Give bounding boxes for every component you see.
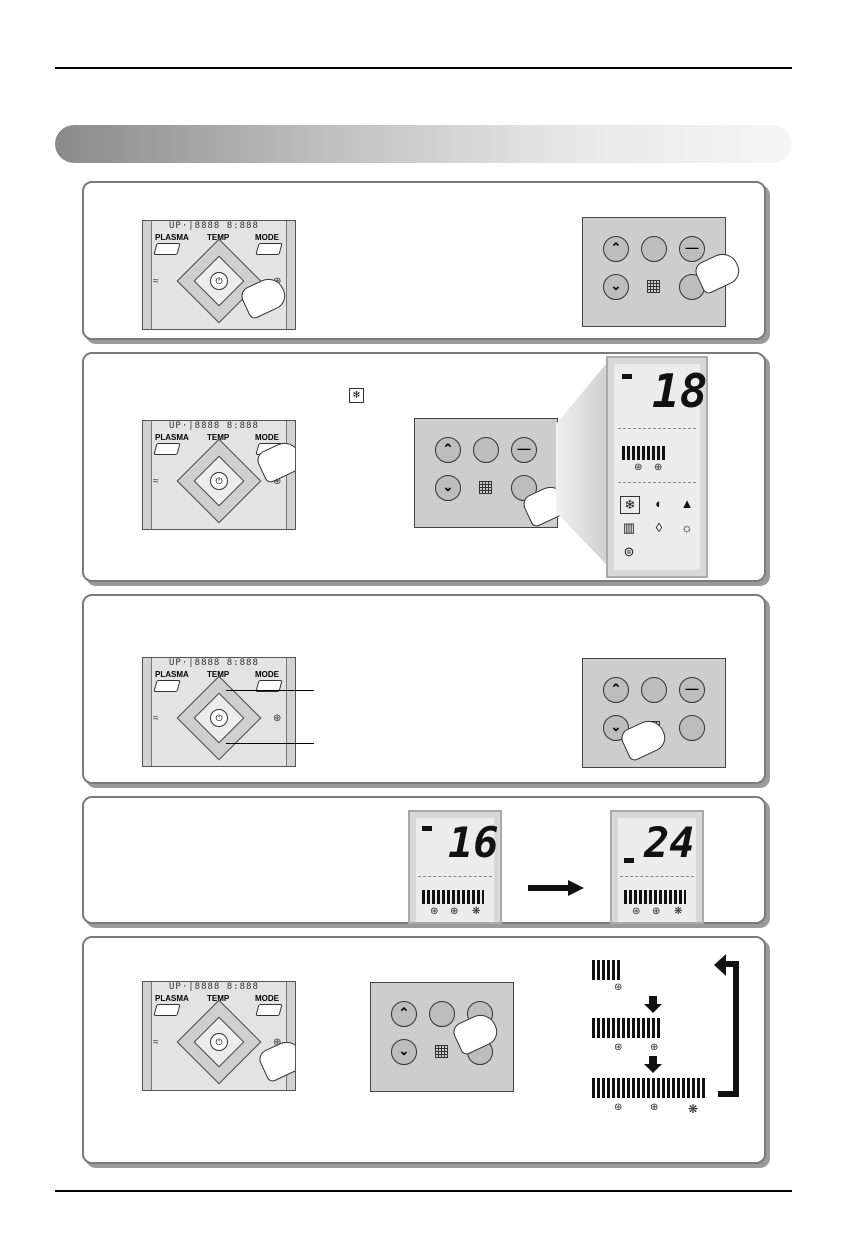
- power-button[interactable]: ⏻: [210, 709, 228, 727]
- temp-up-button[interactable]: ⌃: [435, 437, 461, 463]
- fan-high-icon: ❋: [472, 906, 481, 917]
- control-panel: ⌃ — ⌄: [582, 217, 744, 327]
- mode-label: MODE: [255, 233, 279, 242]
- down-arrow-icon: [644, 996, 662, 1013]
- fan-low-icon: ⊛: [614, 982, 623, 993]
- louver-icon: ▥: [622, 520, 636, 535]
- step-4-box: 16 ⊛ ⊕ ❋ 24 ⊛ ⊕ ❋: [82, 796, 766, 924]
- temp-down-button[interactable]: ⌄: [603, 274, 629, 300]
- lcd-temperature-before: 16: [448, 818, 499, 867]
- temp-up-button[interactable]: ⌃: [391, 1001, 417, 1027]
- step-1-box: ÜP·|8888 8:888 PLASMA TEMP MODE ⏻ ≈ ⊕ ⌃ …: [82, 181, 766, 340]
- step-3-box: ÜP·|8888 8:888 PLASMA TEMP MODE ⏻ ≈ ⊕ ⌃ …: [82, 594, 766, 784]
- fan-speed-low-bars: [592, 960, 622, 980]
- power-panel-button[interactable]: —: [679, 236, 705, 262]
- fan-med-icon: ⊕: [650, 1102, 659, 1113]
- cycle-return-arrow-icon: [714, 954, 739, 1097]
- control-panel: ⌃ — ⌄: [414, 418, 572, 529]
- lcd-display-after: 24 ⊛ ⊕ ❋: [610, 810, 704, 924]
- panel-grid-icon: [479, 481, 492, 494]
- fan-speed-bars: [624, 890, 686, 904]
- control-panel: ⌃ — ⌄: [582, 658, 726, 768]
- step-5-box: ÜP·|8888 8:888 PLASMA TEMP MODE ⏻ ≈ ⊕ ⌃ …: [82, 936, 766, 1164]
- plasma-icon: ⊜: [623, 544, 635, 559]
- power-panel-button[interactable]: —: [679, 677, 705, 703]
- mode-button[interactable]: [255, 243, 283, 255]
- fan-icon: ⊕: [273, 476, 282, 487]
- swing-icon: ≈: [153, 1037, 159, 1048]
- fan-icon: ⊕: [273, 1037, 282, 1048]
- swing-icon: ≈: [153, 713, 159, 724]
- top-rule: [55, 67, 792, 69]
- fan-low-icon: ⊛: [614, 1102, 623, 1113]
- panel-grid-icon: [435, 1045, 448, 1058]
- fan-med-icon: ⊕: [650, 1042, 659, 1053]
- mode-button[interactable]: [255, 1004, 283, 1016]
- control-panel: ⌃ ⌄: [370, 982, 514, 1092]
- fan-speed-button[interactable]: [641, 677, 667, 703]
- heat-mode-icon: ☼: [681, 520, 693, 535]
- remote-control: ÜP·|8888 8:888 PLASMA TEMP MODE ⏻ ≈ ⊕: [142, 220, 296, 330]
- power-panel-button[interactable]: —: [511, 437, 537, 463]
- temp-label: TEMP: [207, 233, 229, 242]
- plasma-button[interactable]: [153, 443, 181, 455]
- step-2-box: ❄ ÜP·|8888 8:888 PLASMA TEMP MODE ⏻ ≈ ⊕ …: [82, 352, 766, 582]
- temp-down-button[interactable]: ⌄: [435, 475, 461, 501]
- mode-panel-button[interactable]: [679, 715, 705, 741]
- temp-up-button[interactable]: ⌃: [603, 677, 629, 703]
- down-arrow-icon: [644, 1056, 662, 1073]
- fan-icon: ⊕: [273, 713, 282, 724]
- power-button[interactable]: ⏻: [210, 472, 228, 490]
- cool-mode-icon: ❄: [349, 388, 364, 403]
- remote-control: ÜP·|8888 8:888 PLASMA TEMP MODE ⏻ ≈ ⊕: [142, 981, 296, 1091]
- remote-control: ÜP·|8888 8:888 PLASMA TEMP MODE ⏻ ≈ ⊕: [142, 420, 296, 530]
- fan-med-icon: ⊕: [654, 462, 663, 473]
- section-header-bar: [55, 125, 792, 163]
- remote-control: ÜP·|8888 8:888 PLASMA TEMP MODE ⏻ ≈ ⊕: [142, 657, 296, 767]
- dry-mode-icon: ◊: [655, 520, 663, 535]
- fan-speed-med-bars: [592, 1018, 660, 1038]
- panel-grid-icon: [647, 280, 660, 293]
- pointing-hand-icon: [450, 1009, 502, 1057]
- fan-speed-bars: [622, 446, 666, 460]
- fan-speed-button[interactable]: [641, 236, 667, 262]
- lcd-temperature-after: 24: [644, 818, 695, 867]
- plasma-label: PLASMA: [155, 233, 189, 242]
- swing-icon: ≈: [153, 476, 159, 487]
- temp-up-button[interactable]: ⌃: [603, 236, 629, 262]
- power-button[interactable]: ⏻: [210, 1033, 228, 1051]
- plasma-button[interactable]: [153, 1004, 181, 1016]
- fan-high-icon: ❋: [674, 906, 683, 917]
- lcd-temperature: 18: [652, 364, 708, 418]
- fan-med-icon: ⊕: [652, 906, 661, 917]
- fan-speed-button[interactable]: [429, 1001, 455, 1027]
- swing-icon: ≈: [153, 276, 159, 287]
- fan-speed-bars: [422, 890, 484, 904]
- fan-low-icon: ⊛: [634, 462, 643, 473]
- cool-mode-icon: ❄: [620, 496, 640, 514]
- bottom-rule: [55, 1190, 792, 1192]
- fan-low-icon: ⊛: [632, 906, 641, 917]
- fan-low-icon: ⊛: [430, 906, 439, 917]
- temp-down-button[interactable]: ⌄: [391, 1039, 417, 1065]
- lcd-display-before: 16 ⊛ ⊕ ❋: [408, 810, 502, 924]
- remote-display-strip: ÜP·|8888 8:888: [169, 221, 259, 231]
- power-button[interactable]: ⏻: [210, 272, 228, 290]
- zoom-wedge: [556, 364, 606, 564]
- fan-speed-button[interactable]: [473, 437, 499, 463]
- temp-down-leader-line: [226, 743, 314, 744]
- temp-up-leader-line: [226, 690, 314, 691]
- change-arrow-icon: [528, 880, 584, 896]
- fan-high-icon: ❋: [688, 1102, 699, 1116]
- fan-speed-high-bars: [592, 1078, 706, 1098]
- plasma-button[interactable]: [153, 243, 181, 255]
- lcd-display: 18 ⊛ ⊕ ❄ ◐ ▲ ▥ ◊ ☼ ⊜: [606, 356, 708, 578]
- plasma-button[interactable]: [153, 680, 181, 692]
- fan-mode-icon: ▲: [680, 496, 694, 511]
- fan-low-icon: ⊛: [614, 1042, 623, 1053]
- fan-med-icon: ⊕: [450, 906, 459, 917]
- auto-mode-icon: ◐: [655, 496, 663, 511]
